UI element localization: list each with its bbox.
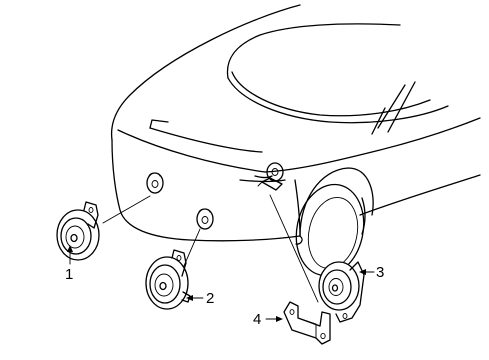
callout-4: 4 xyxy=(253,311,262,328)
callout-3: 3 xyxy=(376,264,385,281)
horn-high-tone xyxy=(145,249,191,310)
callout-1: 1 xyxy=(65,266,74,283)
callout-2: 2 xyxy=(206,290,215,307)
mounting-hole-center xyxy=(196,208,214,230)
horn-low-tone xyxy=(56,201,100,261)
horn-mounting-bracket xyxy=(283,301,331,345)
vehicle-body-outline xyxy=(110,4,481,245)
horn-assembly-right xyxy=(318,261,365,323)
fender-mount-bracket xyxy=(257,162,284,191)
front-wheel xyxy=(295,167,374,277)
mounting-hole-left xyxy=(146,172,164,194)
callout-arrows xyxy=(67,245,375,322)
